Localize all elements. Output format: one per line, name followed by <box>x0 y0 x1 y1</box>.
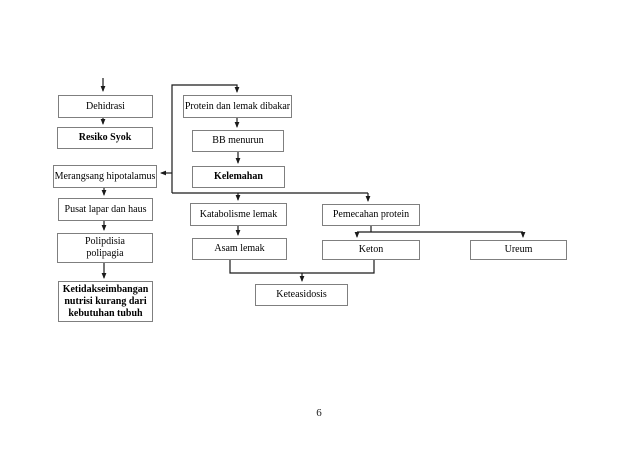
node-bb-menurun: BB menurun <box>192 130 284 152</box>
node-polipdisia-polipagia: Polipdisia polipagia <box>57 233 153 263</box>
node-merangsang-hipotalamus: Merangsang hipotalamus <box>53 165 157 188</box>
page-number: 6 <box>316 407 322 419</box>
node-asam-lemak: Asam lemak <box>192 238 287 260</box>
node-kelemahan: Kelemahan <box>192 166 285 188</box>
node-resiko-syok: Resiko Syok <box>57 127 153 149</box>
node-pusat-lapar-dan-haus: Pusat lapar dan haus <box>58 198 153 221</box>
node-dehidrasi: Dehidrasi <box>58 95 153 118</box>
node-ketidakseimbangan-nutrisi: Ketidakseimbangan nutrisi kurang dari ke… <box>58 281 153 322</box>
node-protein-dan-lemak-dibakar: Protein dan lemak dibakar <box>183 95 292 118</box>
node-pemecahan-protein: Pemecahan protein <box>322 204 420 226</box>
node-katabolisme-lemak: Katabolisme lemak <box>190 203 287 226</box>
node-keton: Keton <box>322 240 420 260</box>
node-keteasidosis: Keteasidosis <box>255 284 348 306</box>
line-asam-keton-join <box>229 260 375 274</box>
node-ureum: Ureum <box>470 240 567 260</box>
